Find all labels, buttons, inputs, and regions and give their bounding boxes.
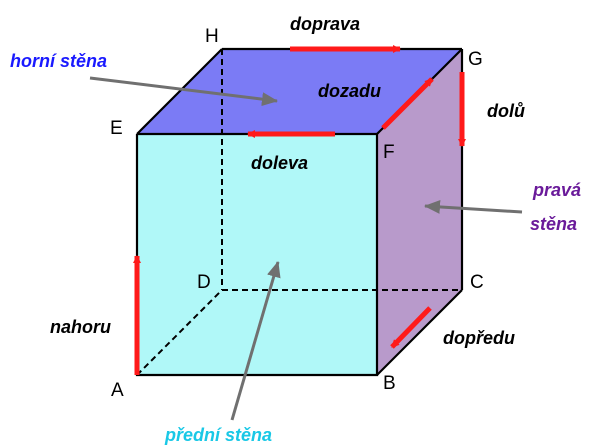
label-right-face-line2: stěna xyxy=(530,214,577,234)
label-right-face-line1: pravá xyxy=(532,180,581,200)
arrow-dopredu xyxy=(390,306,432,349)
label-doprava: doprava xyxy=(290,14,360,34)
label-dozadu: dozadu xyxy=(318,81,381,101)
vertex-label-c: C xyxy=(470,272,484,293)
vertex-label-b: B xyxy=(383,373,396,394)
vertex-label-f: F xyxy=(383,142,395,163)
label-dolu: dolů xyxy=(487,101,525,121)
label-dopredu: dopředu xyxy=(443,328,515,348)
pointer-front-face xyxy=(230,261,281,421)
vertex-label-e: E xyxy=(110,118,123,139)
label-doleva: doleva xyxy=(251,153,308,173)
hidden-edge-ad xyxy=(136,289,223,376)
vertex-label-a: A xyxy=(111,380,124,401)
label-nahoru: nahoru xyxy=(50,317,111,337)
vertex-label-g: G xyxy=(468,49,483,70)
pointer-top-face xyxy=(89,76,278,107)
right-face xyxy=(377,49,462,375)
vertex-label-h: H xyxy=(205,26,219,47)
pointer-right-face xyxy=(424,199,523,214)
arrow-dozadu xyxy=(381,77,434,130)
label-top-face: horní stěna xyxy=(10,51,107,71)
vertex-label-d: D xyxy=(197,272,211,293)
top-face xyxy=(137,49,462,134)
label-front-face: přední stěna xyxy=(164,425,272,445)
